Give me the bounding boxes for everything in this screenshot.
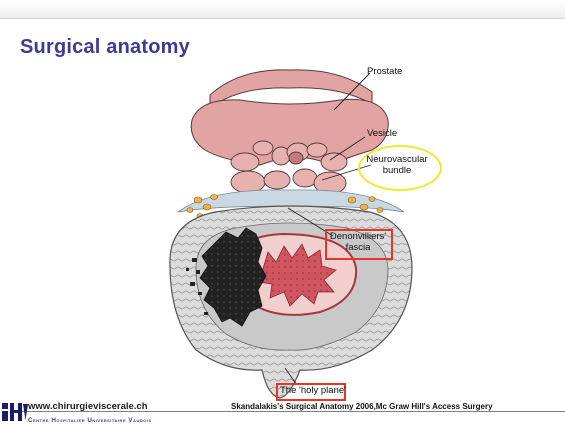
footer-website: www.chirurgieviscerale.ch bbox=[28, 401, 148, 412]
label-vesicle: Vesicle bbox=[367, 128, 397, 139]
label-holy-plane: The 'holy plane' bbox=[280, 385, 346, 396]
footer-hospital-name: Centre Hospitalier Universitaire Vaudois bbox=[28, 417, 152, 424]
label-denonvilliers-line1: Denonvilliers' bbox=[328, 231, 388, 242]
label-denonvilliers-line2: fascia bbox=[328, 242, 388, 253]
label-neurovascular-line2: bundle bbox=[365, 165, 429, 176]
label-denonvilliers-fascia: Denonvilliers' fascia bbox=[328, 231, 388, 253]
label-neurovascular-bundle: Neurovascular bundle bbox=[365, 154, 429, 176]
chuv-logo bbox=[2, 401, 28, 423]
label-prostate: Prostate bbox=[367, 66, 402, 77]
label-neurovascular-line1: Neurovascular bbox=[365, 154, 429, 165]
source-citation: Skandalakis's Surgical Anatomy 2006,Mc G… bbox=[231, 402, 493, 411]
